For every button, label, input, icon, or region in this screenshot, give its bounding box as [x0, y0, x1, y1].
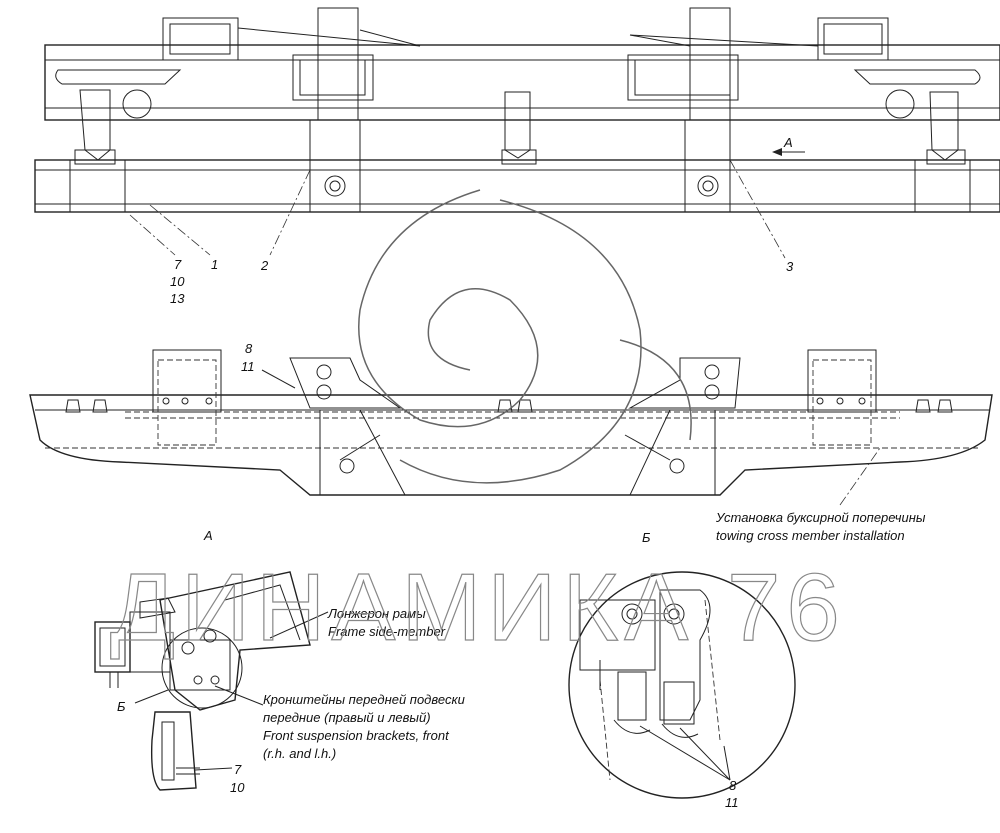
- view-a: А Лонжерон рамы Frame side-member Кроншт…: [94, 528, 465, 795]
- watermark-text: ДИНАМИКА 76: [110, 554, 846, 661]
- callout-10: 10: [170, 274, 185, 289]
- side-member-label-ru: Лонжерон рамы: [327, 606, 426, 621]
- detail-ref-b: Б: [117, 699, 126, 714]
- watermark: ДИНАМИКА 76: [109, 189, 846, 662]
- view-b-callout-8: 8: [729, 778, 737, 793]
- callout-3: 3: [786, 259, 794, 274]
- callout-7: 7: [174, 257, 182, 272]
- view-b-callout-11: 11: [725, 795, 739, 810]
- front-view: 8 11 Установка буксирной поперечины towi…: [29, 341, 993, 543]
- callout-1: 1: [211, 257, 218, 272]
- top-view: A 7 10 13 1 2 3: [34, 7, 1000, 306]
- side-member-label-en: Frame side-member: [328, 624, 446, 639]
- view-a-callout-10: 10: [230, 780, 245, 795]
- caption-en: towing cross member installation: [716, 528, 905, 543]
- callout-13: 13: [170, 291, 185, 306]
- callout-2: 2: [260, 258, 269, 273]
- brackets-label-ru-2: передние (правый и левый): [263, 710, 431, 725]
- callout-8: 8: [245, 341, 253, 356]
- brackets-label-ru-1: Кронштейны передней подвески: [263, 692, 465, 707]
- view-arrow-label: A: [783, 135, 793, 150]
- view-b-title: Б: [642, 530, 651, 545]
- caption-ru: Установка буксирной поперечины: [715, 510, 926, 525]
- watermark-logo-icon: [358, 189, 692, 484]
- brackets-label-en-1: Front suspension brackets, front: [263, 728, 450, 743]
- view-a-callout-7: 7: [234, 762, 242, 777]
- brackets-label-en-2: (r.h. and l.h.): [263, 746, 336, 761]
- view-a-title: А: [203, 528, 213, 543]
- view-b: Б 8 11: [568, 530, 796, 810]
- callout-11: 11: [241, 359, 255, 374]
